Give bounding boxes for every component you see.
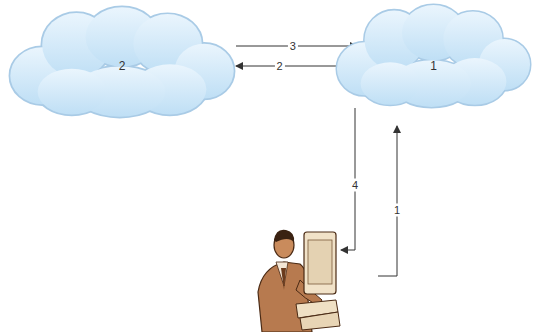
leader-line bbox=[378, 126, 397, 276]
cloud-node: 2 bbox=[8, 5, 236, 119]
cloud-node: 1 bbox=[335, 3, 532, 109]
cloud-label: 1 bbox=[430, 59, 437, 73]
step-number: 3 bbox=[288, 40, 298, 53]
cloud-shape bbox=[335, 3, 532, 109]
cloud-label: 2 bbox=[119, 59, 126, 73]
step-number: 4 bbox=[350, 179, 360, 192]
step-number: 2 bbox=[274, 60, 284, 73]
person-at-computer bbox=[258, 230, 340, 332]
step-number: 1 bbox=[392, 204, 402, 217]
